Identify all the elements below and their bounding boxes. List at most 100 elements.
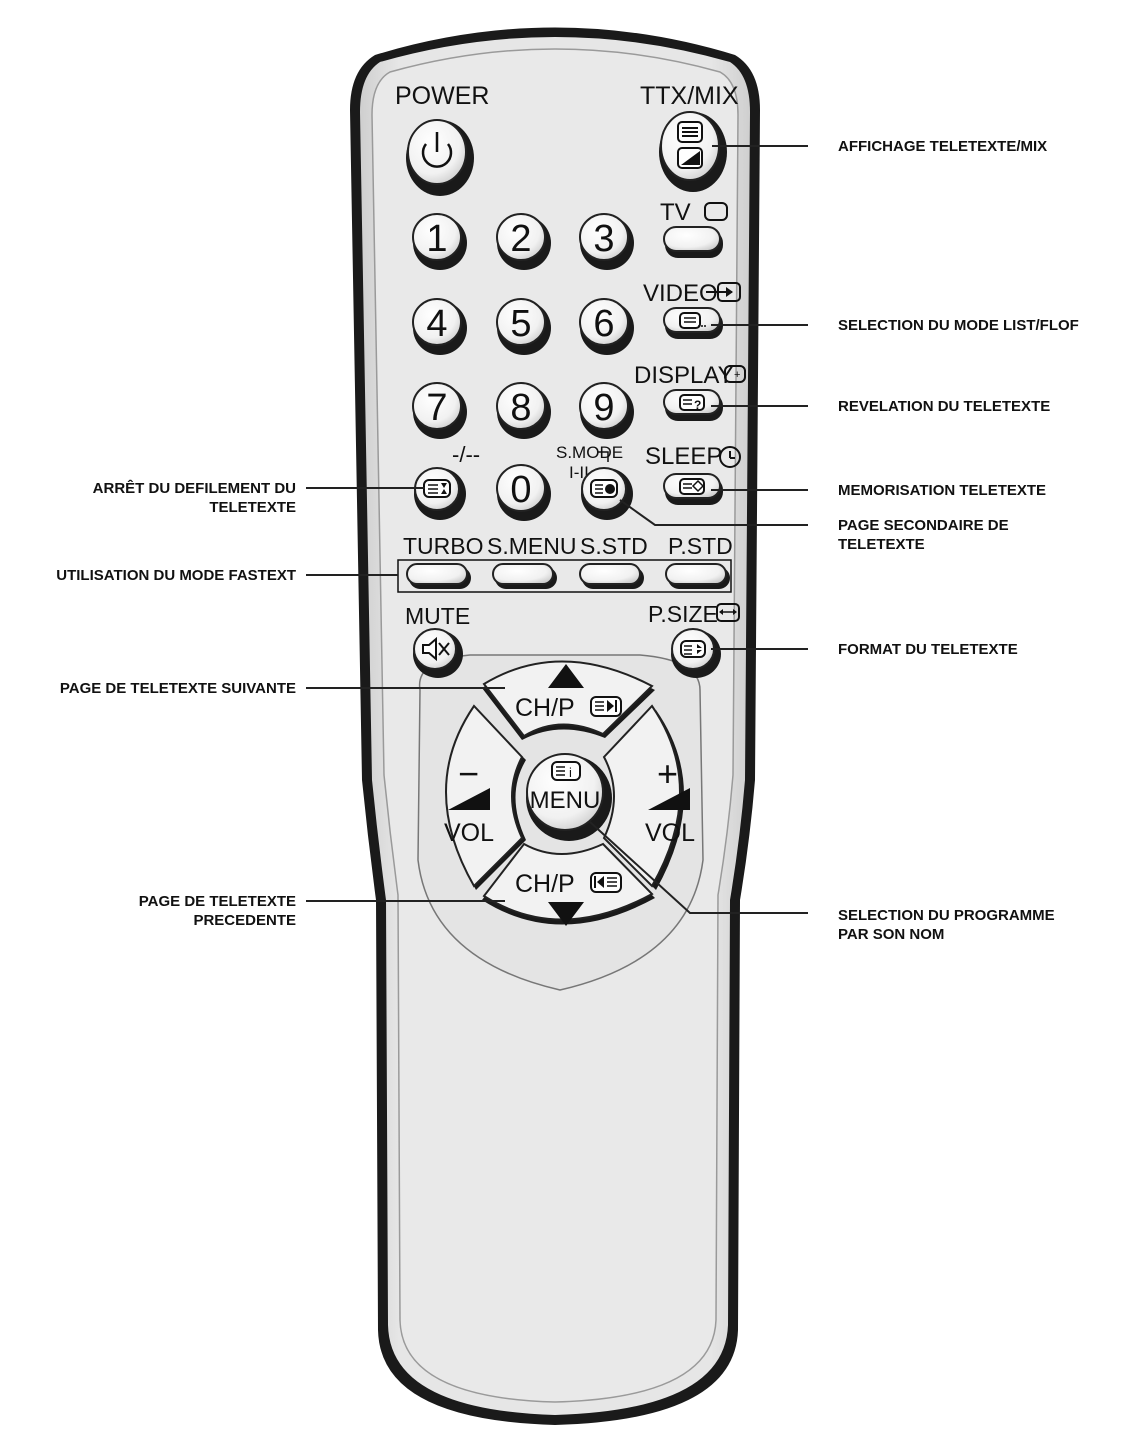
arrow-down-icon xyxy=(548,902,584,926)
digit-label: 1 xyxy=(426,218,447,260)
digit-label: 4 xyxy=(426,303,447,345)
callout-memorisation: MEMORISATION TELETEXTE xyxy=(838,482,1047,499)
display-label: DISPLAY xyxy=(634,362,734,389)
volume-up-button[interactable]: + VOL xyxy=(602,704,695,890)
digit-button-1[interactable]: 1 xyxy=(412,213,467,270)
turbo-label: TURBO xyxy=(403,533,484,559)
callout-line: PRECEDENTE xyxy=(193,912,296,929)
digit-label: 2 xyxy=(510,218,531,260)
mix-icon xyxy=(677,147,703,169)
yellow-button[interactable] xyxy=(579,563,644,589)
digit-button-8[interactable]: 8 xyxy=(496,382,551,439)
callout-line: TELETEXTE xyxy=(838,536,925,553)
power-button[interactable] xyxy=(406,119,474,196)
video-label: VIDEO xyxy=(643,280,718,307)
green-button[interactable] xyxy=(492,563,557,589)
mute-button[interactable] xyxy=(413,628,463,678)
digit-label: 7 xyxy=(426,387,447,429)
picture-size-icon xyxy=(716,603,740,622)
teletext-icon xyxy=(677,121,703,143)
vol-down-label: VOL xyxy=(444,819,494,847)
menu-button[interactable]: i MENU xyxy=(526,753,612,841)
digit-button-9[interactable]: 9 xyxy=(579,382,634,439)
digit-label: 6 xyxy=(593,303,614,345)
digit-button-5[interactable]: 5 xyxy=(496,298,551,355)
dash-label: -/-- xyxy=(452,442,480,467)
ch-up-label: CH/P xyxy=(515,694,575,722)
vol-plus-label: + xyxy=(657,753,678,794)
tv-label: TV xyxy=(660,199,691,226)
psize-button[interactable] xyxy=(671,628,721,678)
digit-button-3[interactable]: 3 xyxy=(579,213,634,270)
power-label: POWER xyxy=(395,82,489,110)
arrow-up-icon xyxy=(548,664,584,688)
callout-list-flof: SELECTION DU MODE LIST/FLOF xyxy=(838,317,1079,334)
smode-sub-label: I-II xyxy=(569,463,589,482)
teletext-index-icon: i xyxy=(551,761,581,781)
callout-line: PAGE SECONDAIRE DE xyxy=(838,517,1009,534)
list-flof-icon xyxy=(679,312,706,329)
psize-label: P.SIZE xyxy=(648,601,718,627)
display-button[interactable]: ? xyxy=(663,389,723,421)
ch-down-label: CH/P xyxy=(515,870,575,898)
digit-label: 0 xyxy=(510,469,531,511)
vol-up-label: VOL xyxy=(645,819,695,847)
callout-line: SELECTION DU PROGRAMME xyxy=(838,907,1055,924)
size-icon xyxy=(680,640,706,658)
subpage-icon xyxy=(590,479,618,498)
channel-up-button[interactable]: CH/P xyxy=(482,660,655,740)
volume-ramp-icon xyxy=(648,788,690,810)
ttx-mix-button[interactable] xyxy=(659,111,727,192)
ttx-mix-label: TTX/MIX xyxy=(640,82,739,110)
video-button[interactable] xyxy=(663,307,723,339)
input-source-icon xyxy=(706,282,741,302)
digit-button-0[interactable]: 0 xyxy=(496,464,551,521)
callout-suivante: PAGE DE TELETEXTE SUIVANTE xyxy=(59,680,296,697)
power-icon xyxy=(421,132,453,168)
digit-button-6[interactable]: 6 xyxy=(579,298,634,355)
callout-arret: ARRÊT DU DEFILEMENT DU TELETEXTE xyxy=(93,479,296,517)
display-info-icon: + xyxy=(724,365,746,383)
digit-label: 9 xyxy=(593,387,614,429)
blue-button[interactable] xyxy=(665,563,730,589)
sleep-button[interactable] xyxy=(663,473,723,505)
digit-label: 3 xyxy=(593,218,614,260)
mute-speaker-icon xyxy=(422,636,450,662)
svg-text:?: ? xyxy=(694,398,701,412)
svg-text:i: i xyxy=(569,765,572,780)
sleep-label: SLEEP xyxy=(645,443,722,470)
digit-label: 5 xyxy=(510,303,531,345)
red-button[interactable] xyxy=(406,563,471,589)
callout-line: ARRÊT DU DEFILEMENT DU xyxy=(92,480,296,497)
smenu-label: S.MENU xyxy=(487,533,576,559)
mute-label: MUTE xyxy=(405,603,470,629)
tv-button[interactable] xyxy=(663,226,723,258)
callout-line: PAR SON NOM xyxy=(838,926,945,943)
volume-ramp-icon xyxy=(448,788,490,810)
smode-bracket xyxy=(598,451,609,462)
dash-button[interactable] xyxy=(414,467,466,520)
callout-line: PAGE DE TELETEXTE xyxy=(138,893,296,910)
callout-line: TELETEXTE xyxy=(209,499,296,516)
sstd-label: S.STD xyxy=(580,533,648,559)
next-page-icon xyxy=(590,696,622,717)
svg-text:+: + xyxy=(734,369,740,381)
callout-revelation: REVELATION DU TELETEXTE xyxy=(838,398,1051,415)
callout-fastext: UTILISATION DU MODE FASTEXT xyxy=(56,567,296,584)
callout-format: FORMAT DU TELETEXTE xyxy=(838,641,1018,658)
callout-selection-programme: SELECTION DU PROGRAMME PAR SON NOM xyxy=(838,906,1055,944)
menu-label: MENU xyxy=(530,787,601,814)
dpad: CH/P CH/P xyxy=(444,660,695,926)
smode-button[interactable] xyxy=(581,467,633,520)
callout-precedente: PAGE DE TELETEXTE PRECEDENTE xyxy=(139,892,296,930)
cancel-teletext-icon xyxy=(423,479,451,498)
digit-button-2[interactable]: 2 xyxy=(496,213,551,270)
volume-down-button[interactable]: − VOL xyxy=(444,704,526,890)
tv-screen-icon xyxy=(704,202,728,221)
digit-button-4[interactable]: 4 xyxy=(412,298,467,355)
channel-down-button[interactable]: CH/P xyxy=(482,842,655,926)
reveal-icon: ? xyxy=(679,394,705,412)
previous-page-icon xyxy=(590,872,622,893)
digit-button-7[interactable]: 7 xyxy=(412,382,467,439)
